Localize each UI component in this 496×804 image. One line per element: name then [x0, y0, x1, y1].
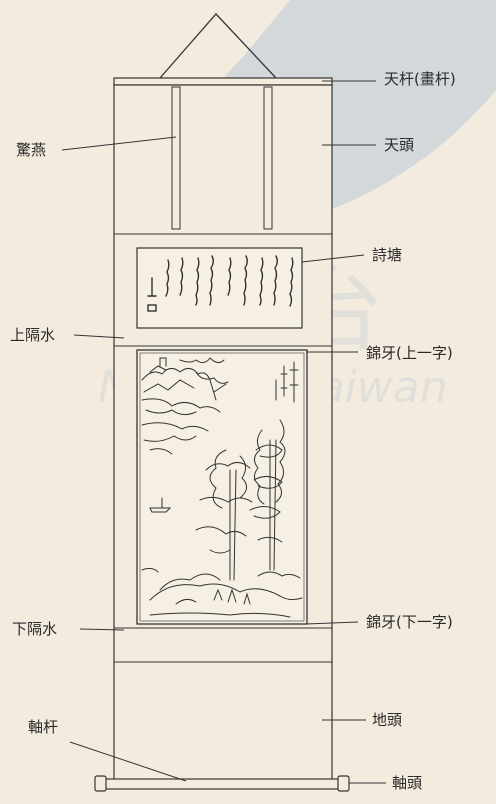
- boat: [149, 507, 172, 513]
- label-di-tou: 地頭: [372, 711, 403, 729]
- poem-panel: [136, 247, 303, 329]
- label-jing-yan: 驚燕: [16, 141, 47, 159]
- bottom-roller-rod: [103, 778, 341, 790]
- label-shang-ge-shui: 上隔水: [10, 326, 56, 344]
- roller-end-right: [337, 775, 350, 792]
- label-zhou-gan: 軸杆: [28, 718, 59, 736]
- label-tian-gan: 天杆(畫杆): [384, 70, 456, 88]
- label-xia-ge-shui: 下隔水: [12, 620, 58, 638]
- label-jin-ya-top: 錦牙(上一字): [366, 344, 453, 362]
- label-shi-tang: 詩塘: [372, 246, 403, 264]
- landscape-painting: [141, 357, 303, 618]
- painting-panel: [136, 349, 308, 625]
- swallow-strip-left: [171, 86, 181, 230]
- poem-calligraphy: [147, 255, 294, 312]
- roller-end-left: [94, 775, 107, 792]
- hanging-string: [159, 13, 277, 79]
- top-rod: [113, 77, 333, 86]
- label-jin-ya-bottom: 錦牙(下一字): [366, 613, 453, 631]
- leader-lines: [61, 80, 386, 784]
- swallow-strip-right: [263, 86, 273, 230]
- label-zhou-tou: 軸頭: [392, 774, 423, 792]
- label-tian-tou: 天頭: [384, 136, 415, 154]
